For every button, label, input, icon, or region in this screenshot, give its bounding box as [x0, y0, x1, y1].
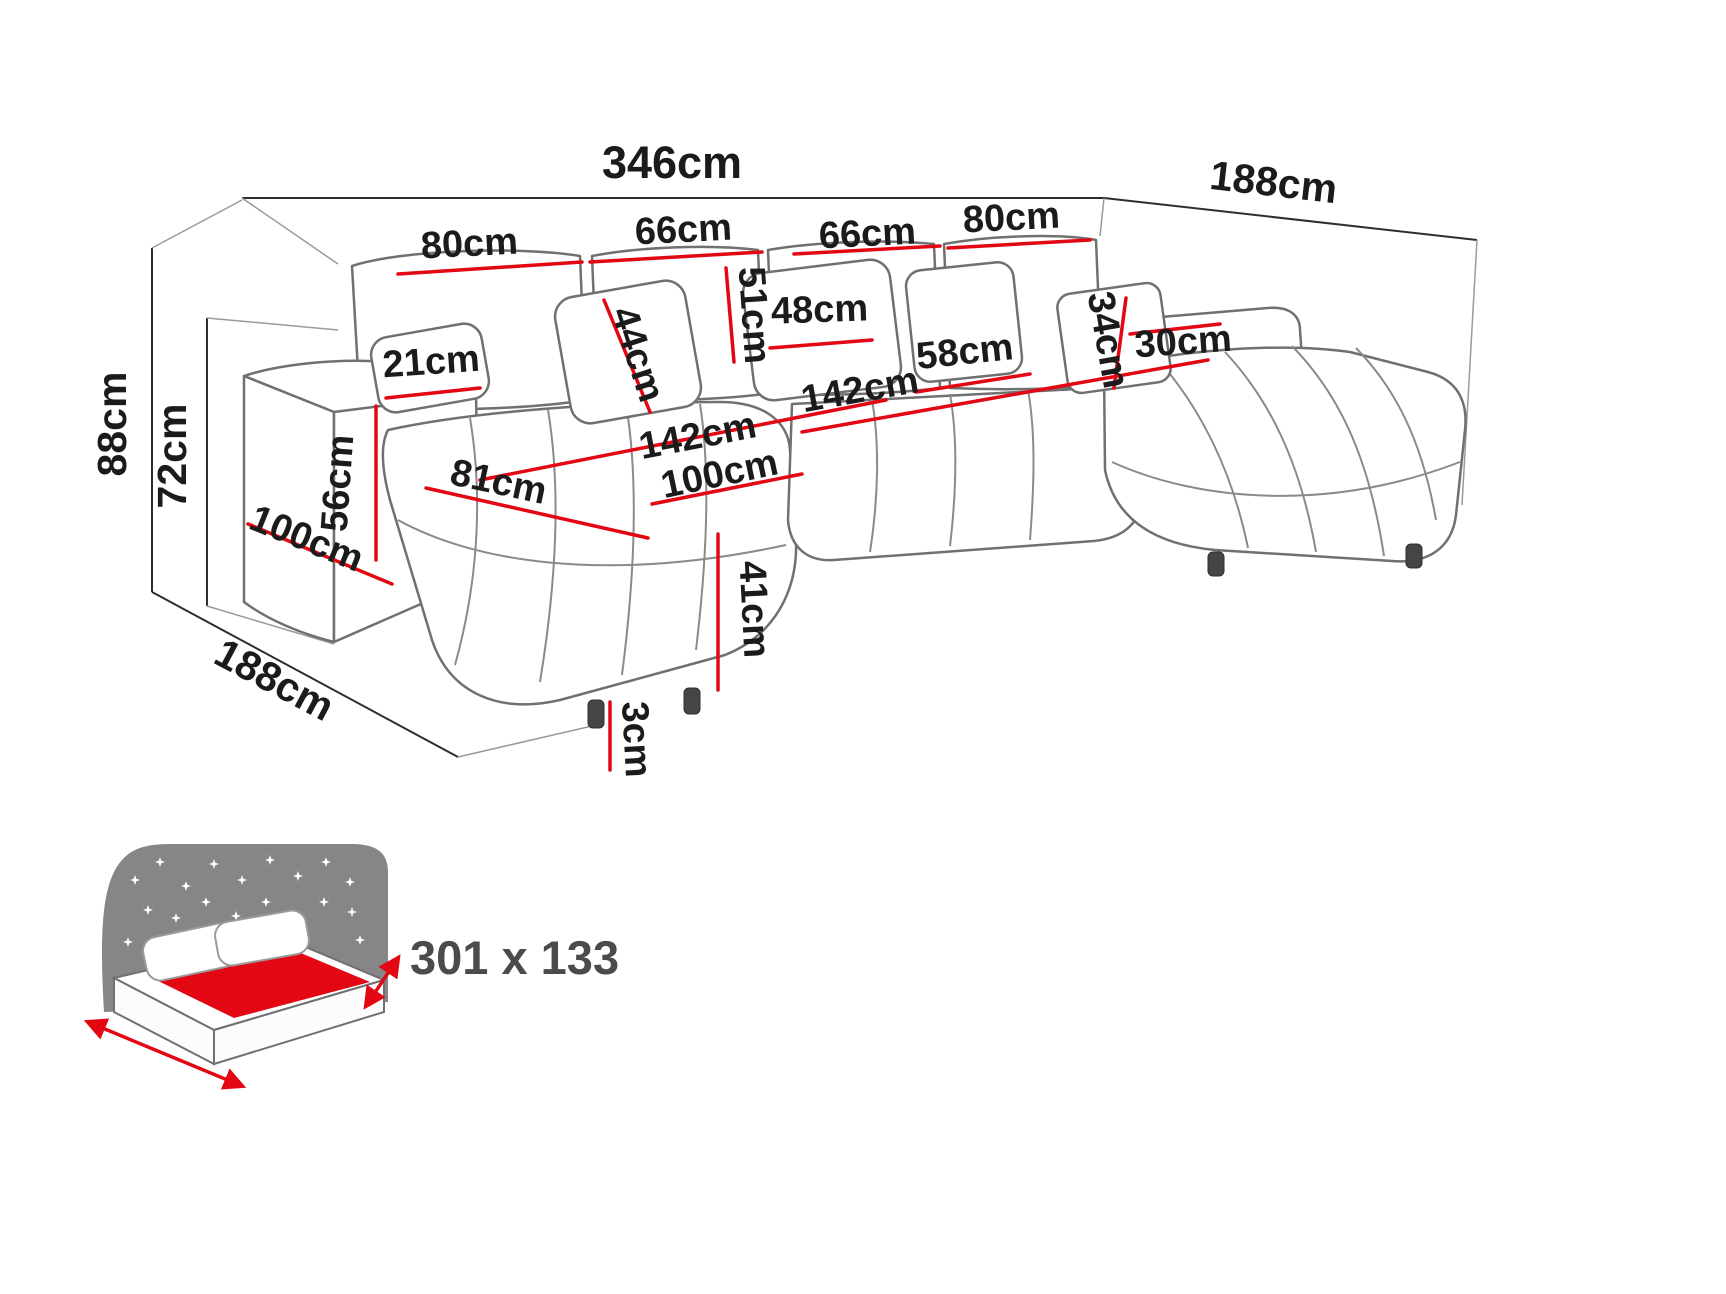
frame-connector	[151, 199, 243, 249]
dim-line-back-cushion-height	[724, 266, 736, 364]
frame-connector	[206, 317, 339, 331]
frame-top-depth-line	[1103, 197, 1478, 241]
tufting-line	[695, 403, 708, 651]
sofa-drawing	[242, 234, 1467, 729]
dim-backrest-height: 72cm	[149, 404, 195, 509]
sofa-leg	[587, 699, 605, 729]
pillow-shape	[553, 279, 703, 425]
tufting-line	[1355, 347, 1437, 521]
dim-pillow-mid: 48cm	[770, 287, 869, 332]
dim-line-seat-width-mid	[650, 472, 804, 506]
dim-line-seat-depth-right	[914, 372, 1032, 394]
dim-line-back-cushion-mid-left	[588, 250, 764, 264]
dim-line-chaise-width	[424, 486, 650, 540]
dim-line-chaise-side	[246, 522, 394, 586]
dim-back-cushion-left: 80cm	[420, 221, 519, 268]
tufting-line	[949, 393, 957, 547]
dim-seat-height: 41cm	[730, 560, 777, 659]
pillow-shape	[741, 258, 903, 402]
frame-left-depth-line	[151, 591, 459, 758]
seam-line	[397, 519, 787, 567]
dim-armrest-width: 21cm	[381, 338, 481, 387]
sleeping-area-icon	[83, 844, 401, 1090]
tufting-line	[1291, 345, 1385, 557]
dim-back-cushion-right: 80cm	[962, 195, 1061, 242]
dim-total-depth-right: 188cm	[1208, 152, 1340, 212]
pillow-mid-right	[904, 260, 1024, 384]
tufting-line	[1027, 389, 1035, 541]
dim-total-height: 88cm	[89, 372, 135, 477]
sofa-leg	[1207, 551, 1225, 577]
tufting-line	[621, 403, 635, 676]
dim-line-pillow-right-width	[1128, 322, 1222, 336]
dim-back-cushion-mid-left: 66cm	[634, 207, 733, 254]
dim-back-cushion-mid-right: 66cm	[818, 211, 917, 258]
frame-connector	[1461, 239, 1478, 506]
bed-pillow-shape	[214, 909, 310, 967]
dim-line-back-cushion-right	[946, 238, 1092, 250]
dim-line-pillow-left	[602, 298, 652, 414]
bed-pillow	[214, 909, 310, 967]
dim-leg-height: 3cm	[613, 700, 659, 778]
dim-line-back-cushion-mid-right	[792, 244, 942, 256]
dim-line-pillow-right-height	[1112, 296, 1128, 390]
dim-seat-depth-right: 58cm	[914, 326, 1015, 378]
pillow-left	[553, 279, 703, 425]
dimension-frame	[151, 197, 1478, 758]
frame-connector	[1099, 197, 1105, 237]
dim-line-seat-length-right	[800, 358, 1210, 434]
width-arrow	[83, 1018, 247, 1090]
seam-line	[1111, 461, 1461, 497]
sleeping-area-label: 301 x 133	[410, 931, 619, 984]
dim-line-seat-length-left	[478, 398, 888, 482]
sofa-leg	[683, 687, 701, 715]
dim-back-cushion-height: 51cm	[730, 265, 779, 365]
dim-total-width: 346cm	[602, 137, 742, 188]
dimension-lines	[246, 238, 1222, 772]
depth-arrow	[363, 954, 401, 1010]
tufting-line	[869, 399, 879, 553]
dim-pillow-right-width: 30cm	[1133, 318, 1233, 367]
tufting-line	[1159, 361, 1249, 549]
dim-line-armrest-width	[384, 386, 482, 400]
sofa-leg	[1405, 543, 1423, 569]
frame-connector	[241, 197, 339, 265]
tufting-line	[1224, 351, 1317, 553]
dim-line-back-cushion-left	[396, 260, 584, 276]
pillow-shape	[904, 260, 1024, 384]
mattress-sheet	[152, 946, 370, 1018]
frame-connector	[457, 725, 593, 758]
pillow-mid	[741, 258, 903, 402]
dim-line-pillow-mid	[768, 338, 874, 350]
dim-total-depth-left: 188cm	[207, 629, 341, 730]
tufting-line	[539, 409, 557, 683]
frame-connector	[206, 605, 335, 645]
tufting-line	[454, 417, 479, 666]
dim-armrest-height: 56cm	[314, 433, 363, 533]
